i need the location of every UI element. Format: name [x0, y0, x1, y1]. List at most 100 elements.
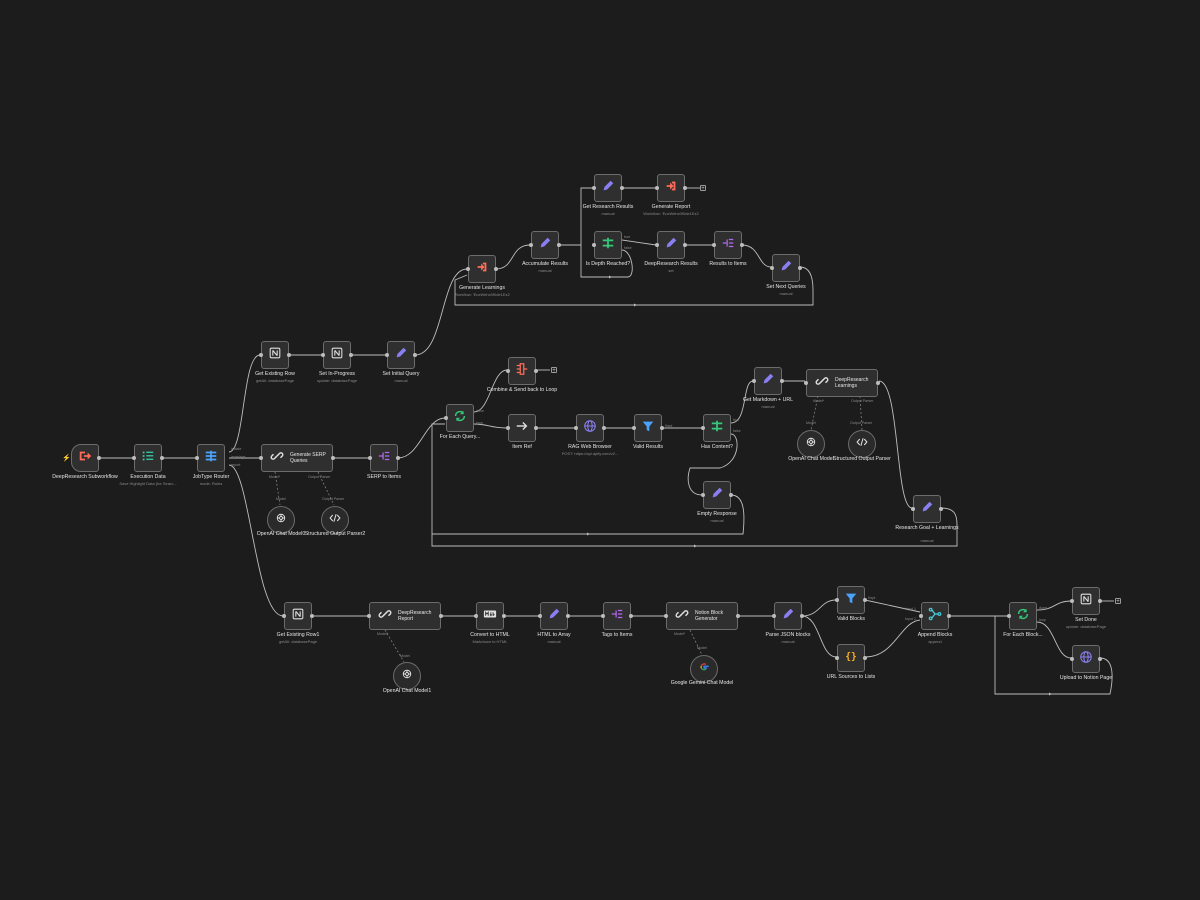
jobtype-router-label: JobType Router	[192, 474, 230, 480]
deepresearch-learnings-node[interactable]: DeepResearch Learnings	[804, 369, 880, 397]
pencil-icon	[761, 372, 775, 391]
set-initial-query-node[interactable]	[385, 341, 417, 369]
get-existing-row-label: Get Existing Row	[255, 371, 295, 377]
get-markdown-url-caption: manual	[761, 404, 775, 409]
get-research-results-node[interactable]	[592, 174, 624, 202]
model-port: Model	[806, 421, 816, 425]
execution-data-caption: Save Highlight Data (for Searc...	[119, 481, 177, 486]
add-node-button[interactable]: +	[700, 185, 706, 192]
jobtype-router-caption: mode: Rules	[199, 481, 223, 486]
deepresearch-results-label: DeepResearch Results	[644, 261, 698, 267]
openai-icon	[805, 435, 817, 453]
research-goal-learnings-label: Research Goal + Learnings	[895, 525, 959, 531]
merge-icon	[515, 362, 529, 381]
accumulate-results-node[interactable]	[529, 231, 561, 259]
chain-link-icon	[378, 607, 392, 626]
html-to-array-caption: manual	[547, 639, 561, 644]
set-done-caption: update: databasePage	[1065, 624, 1107, 629]
item-ref-node[interactable]	[506, 414, 538, 442]
rag-web-browser-caption: POST: https://api.apify.com/v2...	[561, 451, 619, 456]
combine-send-back-node[interactable]	[506, 357, 538, 385]
get-research-results-caption: manual	[601, 211, 615, 216]
filter-icon	[641, 419, 655, 438]
deepresearch-results-node[interactable]	[655, 231, 687, 259]
research-goal-learnings-caption: manual	[920, 538, 934, 543]
deepresearch-subworkflow-node[interactable]	[71, 444, 101, 472]
get-existing-row1-caption: getAll: databasePage	[278, 639, 318, 644]
set-done-label: Set Done	[1075, 617, 1097, 623]
valid-blocks-node[interactable]	[835, 586, 867, 614]
deepresearch-results-caption: set	[668, 268, 674, 273]
execution-data-node[interactable]	[132, 444, 164, 472]
notion-icon	[291, 607, 305, 626]
pencil-icon	[601, 179, 615, 198]
merge-branches-icon	[928, 607, 942, 626]
loop-icon	[453, 409, 467, 428]
add-node-button[interactable]: +	[1115, 598, 1121, 605]
set-next-queries-node[interactable]	[770, 254, 802, 282]
research-goal-learnings-node[interactable]	[911, 495, 943, 523]
code-icon	[856, 435, 868, 453]
svg-text:{}: {}	[845, 651, 857, 662]
notion-block-generator-node[interactable]: Notion Block Generator	[664, 602, 740, 630]
generate-report-node[interactable]	[655, 174, 687, 202]
google-gemini-chat-model-node[interactable]	[690, 655, 718, 683]
is-depth-reached-label: Is Depth Reached?	[585, 261, 631, 267]
convert-to-html-node[interactable]	[474, 602, 506, 630]
openai-chat-model-node[interactable]	[797, 430, 825, 458]
html-to-array-label: HTML to Array	[537, 632, 571, 638]
upload-to-notion-page-node[interactable]	[1070, 645, 1102, 673]
tags-to-items-node[interactable]	[601, 602, 633, 630]
convert-to-html-caption: Markdown to HTML	[472, 639, 508, 644]
execution-data-label: Execution Data	[130, 474, 166, 480]
notion-icon	[268, 346, 282, 365]
empty-response-node[interactable]	[701, 481, 733, 509]
notion-icon	[1079, 592, 1093, 611]
generate-learnings-label: Generate Learnings	[459, 285, 505, 291]
chain-link-icon	[270, 449, 284, 468]
deepresearch-report-node[interactable]: DeepResearch Report	[367, 602, 443, 630]
get-existing-row-node[interactable]	[259, 341, 291, 369]
empty-response-label: Empty Response	[697, 511, 737, 517]
structured-output-parser-node[interactable]	[848, 430, 876, 458]
for-each-query-node[interactable]	[444, 404, 474, 432]
is-depth-reached-node[interactable]	[592, 231, 622, 259]
add-node-button[interactable]: +	[551, 367, 557, 374]
valid-results-node[interactable]	[632, 414, 664, 442]
trigger-bolt-icon: ⚡	[62, 455, 71, 462]
get-markdown-url-node[interactable]	[752, 367, 784, 395]
rag-web-browser-node[interactable]	[574, 414, 606, 442]
generate-learnings-node[interactable]	[466, 255, 498, 283]
parse-json-blocks-node[interactable]	[772, 602, 804, 630]
set-done-node[interactable]	[1070, 587, 1102, 615]
pencil-icon	[394, 346, 408, 365]
switch-icon	[204, 449, 218, 468]
valid-blocks-kept: Kept	[868, 596, 876, 600]
router-output-initiate: initiate	[231, 447, 242, 451]
depth-output-false: false	[624, 246, 632, 250]
html-to-array-node[interactable]	[538, 602, 570, 630]
generate-serp-queries-node[interactable]: Generate SERP Queries	[259, 444, 335, 472]
serp-to-items-node[interactable]	[368, 444, 400, 472]
structured-output-parser2-node[interactable]	[321, 506, 349, 534]
globe-icon	[1079, 650, 1093, 669]
get-existing-row1-node[interactable]	[282, 602, 314, 630]
jobtype-router-node[interactable]	[195, 444, 225, 472]
url-sources-to-lists-node[interactable]: {}	[835, 644, 867, 672]
if-icon	[710, 419, 724, 438]
router-output-report: report	[231, 463, 241, 467]
markdown-icon	[483, 607, 497, 626]
rag-web-browser-label: RAG Web Browser	[568, 444, 612, 450]
has-content-node[interactable]	[701, 414, 731, 442]
openai-chat-model0-node[interactable]	[267, 506, 295, 534]
openai-chat-model1-node[interactable]	[393, 662, 421, 690]
append-blocks-node[interactable]	[919, 602, 951, 630]
serp-to-items-label: SERP to Items	[367, 474, 401, 480]
set-initial-query-caption: manual	[394, 378, 408, 383]
results-to-items-node[interactable]	[712, 231, 744, 259]
for-each-block-node[interactable]	[1007, 602, 1037, 630]
gemini-port: Model	[697, 646, 707, 650]
set-in-progress-node[interactable]	[321, 341, 353, 369]
